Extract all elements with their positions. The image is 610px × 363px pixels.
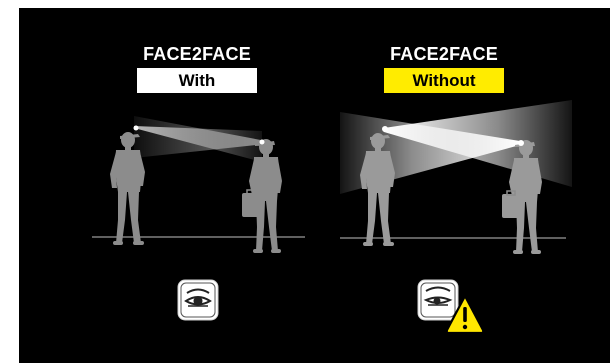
eye-squint-icon [418, 280, 458, 320]
right-headlamp-icon [260, 140, 265, 145]
right-glare-lamp-icon [518, 140, 524, 146]
left-headlamp-icon [134, 126, 139, 131]
left-glare-lamp-icon [382, 126, 388, 132]
left-scene [92, 116, 305, 320]
eye-icon [178, 280, 218, 320]
right-scene [340, 100, 572, 333]
